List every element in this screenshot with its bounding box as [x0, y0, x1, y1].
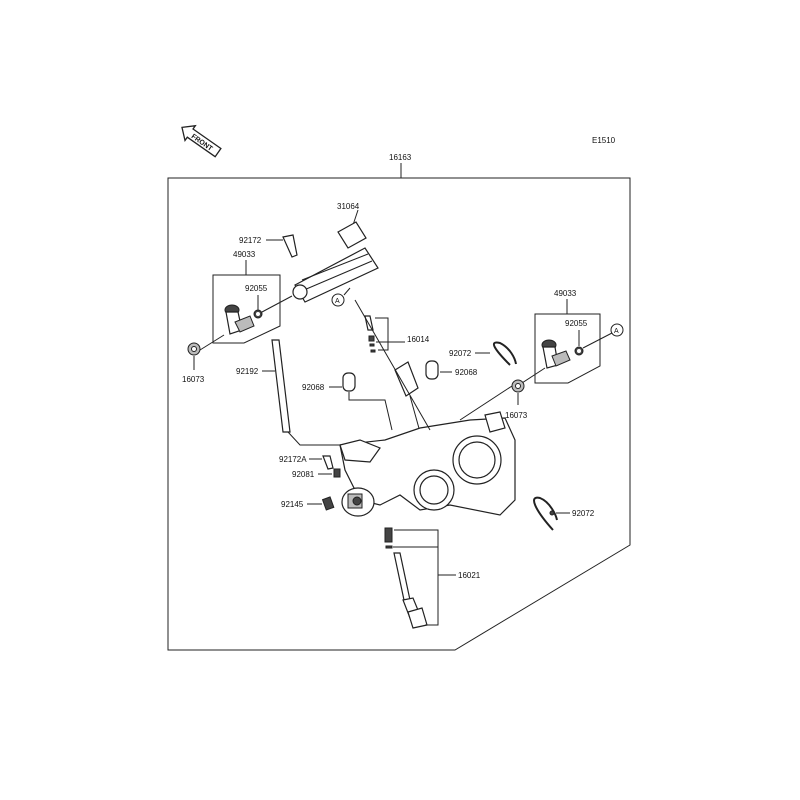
label-92055-right: 92055: [565, 319, 588, 328]
label-92172A: 92172A: [279, 455, 307, 464]
injector-right: [541, 339, 571, 369]
assembly-number: 16163: [389, 153, 412, 162]
label-16073-left: 16073: [182, 375, 205, 384]
label-16073-right: 16073: [505, 411, 528, 420]
label-49033-right: 49033: [554, 289, 577, 298]
diagram-code: E1510: [592, 136, 616, 145]
label-16014: 16014: [407, 335, 430, 344]
injector-left: [224, 304, 255, 335]
assembly-boundary: [167, 177, 631, 651]
label-92172: 92172: [239, 236, 262, 245]
label-92055-left: 92055: [245, 284, 268, 293]
label-92192: 92192: [236, 367, 259, 376]
label-92081: 92081: [292, 470, 315, 479]
throttle-body: [339, 299, 516, 516]
idle-control: [341, 487, 375, 517]
label-92072-top: 92072: [449, 349, 472, 358]
label-92068-right: 92068: [455, 368, 478, 377]
front-arrow-icon: FRONT: [181, 124, 222, 158]
label-49033-left: 49033: [233, 250, 256, 259]
callout-a-right: A: [614, 328, 619, 335]
label-31064: 31064: [337, 202, 360, 211]
adjuster-16021: [384, 527, 428, 629]
callout-a-left: A: [335, 298, 340, 305]
label-92068-left: 92068: [302, 383, 325, 392]
label-92072-right: 92072: [572, 509, 595, 518]
label-16021: 16021: [458, 571, 481, 580]
fuel-rail-31064: [292, 209, 379, 303]
label-92145: 92145: [281, 500, 304, 509]
sensor-16014: [364, 315, 376, 353]
